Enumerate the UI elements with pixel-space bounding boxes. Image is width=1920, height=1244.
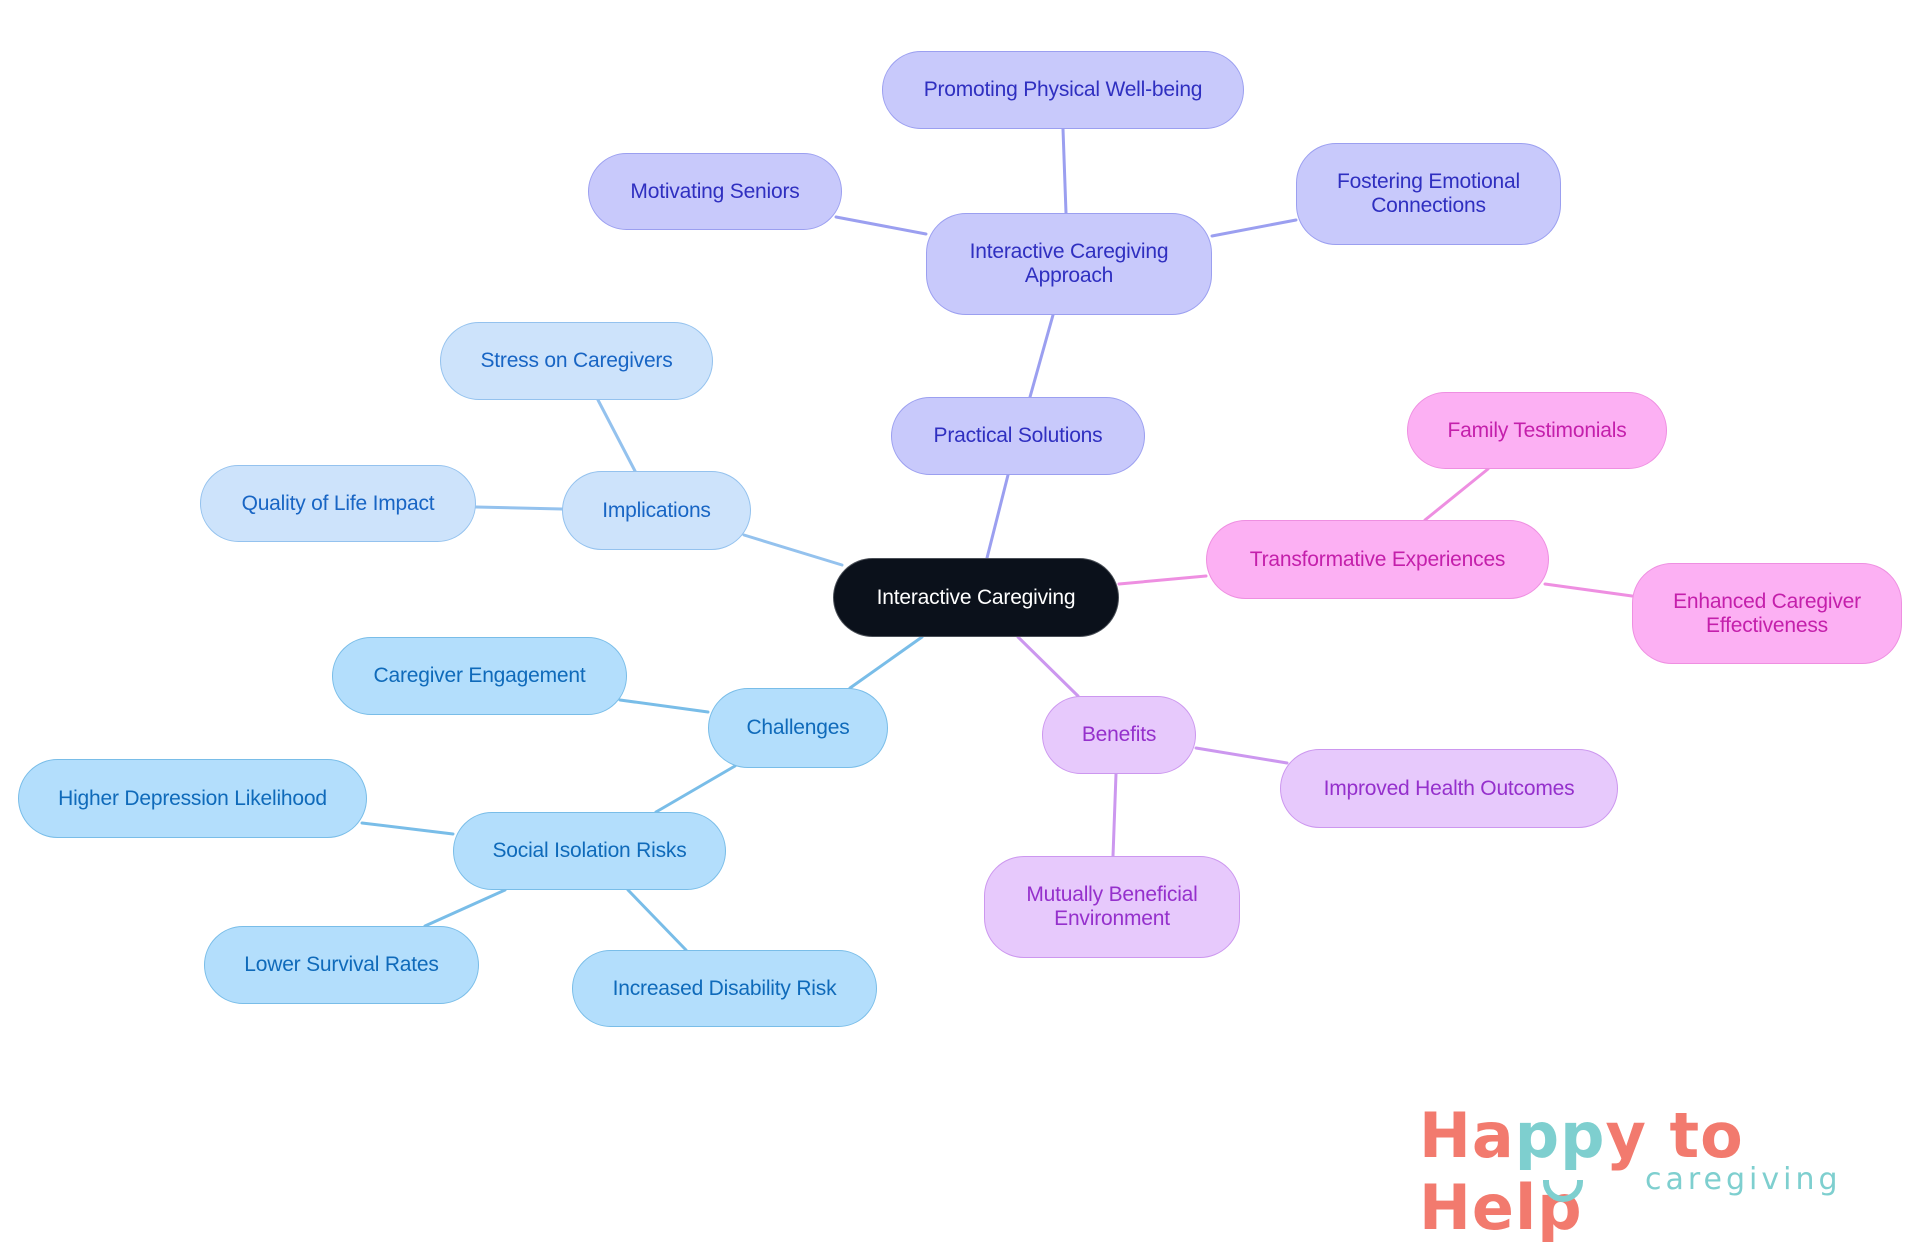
edge-implications-stress — [596, 398, 637, 473]
brand-logo: Happy to Help caregiving — [1415, 1100, 1885, 1244]
node-label: Caregiver Engagement — [373, 664, 586, 687]
edge-isolation-survival — [423, 888, 507, 928]
logo-wordmark: Happy to Help — [1419, 1100, 1885, 1244]
node-label: Implications — [602, 498, 711, 522]
edge-transformative-family — [1423, 467, 1490, 522]
edge-benefits-improved — [1194, 746, 1289, 765]
node-enhanced-caregiver-effectiveness[interactable]: Enhanced Caregiver Effectiveness — [1632, 563, 1902, 664]
node-challenges[interactable]: Challenges — [708, 688, 888, 768]
node-label: Stress on Caregivers — [480, 349, 673, 372]
node-mutually-beneficial-environment[interactable]: Mutually Beneficial Environment — [984, 856, 1240, 958]
node-label: Benefits — [1081, 723, 1157, 746]
node-family-testimonials[interactable]: Family Testimonials — [1407, 392, 1667, 469]
logo-text-suffix: y to Help — [1419, 1099, 1744, 1244]
node-interactive-caregiving-approach[interactable]: Interactive Caregiving Approach — [926, 213, 1212, 315]
node-motivating-seniors[interactable]: Motivating Seniors — [588, 153, 842, 230]
node-improved-health-outcomes[interactable]: Improved Health Outcomes — [1280, 749, 1618, 828]
node-label: Transformative Experiences — [1249, 547, 1506, 571]
edge-approach-promoting — [1061, 127, 1068, 215]
node-label: Enhanced Caregiver Effectiveness — [1673, 589, 1861, 637]
logo-text-prefix: Ha — [1419, 1099, 1515, 1172]
node-label: Family Testimonials — [1447, 418, 1627, 442]
node-label: Interactive Caregiving Approach — [969, 240, 1169, 287]
node-label: Social Isolation Risks — [492, 839, 687, 862]
logo-tagline: caregiving — [1645, 1162, 1842, 1197]
node-label: Motivating Seniors — [630, 179, 800, 203]
node-increased-disability-risk[interactable]: Increased Disability Risk — [572, 950, 877, 1027]
edge-isolation-depression — [360, 821, 455, 836]
edge-approach-motivating — [834, 215, 928, 236]
node-lower-survival-rates[interactable]: Lower Survival Rates — [204, 926, 479, 1004]
node-implications[interactable]: Implications — [562, 471, 751, 550]
edge-approach-fostering — [1210, 218, 1298, 238]
node-label: Fostering Emotional Connections — [1337, 170, 1520, 217]
edge-root-transformative — [1117, 574, 1208, 586]
node-label: Quality of Life Impact — [241, 491, 435, 515]
node-label: Mutually Beneficial Environment — [1026, 883, 1198, 930]
node-higher-depression-likelihood[interactable]: Higher Depression Likelihood — [18, 759, 367, 838]
edge-challenges-engagement — [618, 698, 710, 714]
edge-isolation-disability — [626, 888, 688, 952]
logo-text-pp: pp — [1514, 1099, 1606, 1172]
edge-implications-quality — [474, 505, 564, 511]
node-label: Increased Disability Risk — [612, 976, 837, 1000]
edge-practical-approach — [1028, 313, 1055, 399]
edge-root-challenges — [848, 635, 924, 690]
node-label: Promoting Physical Well-being — [923, 78, 1203, 101]
edge-root-benefits — [1016, 635, 1080, 698]
node-label: Interactive Caregiving — [876, 585, 1076, 609]
node-transformative-experiences[interactable]: Transformative Experiences — [1206, 520, 1549, 599]
node-label: Challenges — [746, 716, 850, 739]
mindmap-edges — [360, 127, 1634, 952]
edge-transformative-enhanced — [1543, 582, 1634, 598]
node-stress-on-caregivers[interactable]: Stress on Caregivers — [440, 322, 713, 400]
node-promoting-physical-well-being[interactable]: Promoting Physical Well-being — [882, 51, 1244, 129]
node-benefits[interactable]: Benefits — [1042, 696, 1196, 774]
node-fostering-emotional-connections[interactable]: Fostering Emotional Connections — [1296, 143, 1561, 245]
node-root[interactable]: Interactive Caregiving — [833, 558, 1119, 637]
node-label: Lower Survival Rates — [244, 953, 439, 976]
edge-root-practical — [985, 473, 1010, 560]
node-caregiver-engagement[interactable]: Caregiver Engagement — [332, 637, 627, 715]
node-quality-of-life-impact[interactable]: Quality of Life Impact — [200, 465, 476, 542]
node-label: Practical Solutions — [933, 424, 1103, 447]
edge-benefits-mutually — [1111, 772, 1118, 858]
node-label: Higher Depression Likelihood — [58, 786, 327, 810]
edge-root-implications — [742, 533, 844, 567]
smile-icon — [1543, 1180, 1583, 1202]
edge-challenges-isolation — [654, 764, 737, 814]
node-social-isolation-risks[interactable]: Social Isolation Risks — [453, 812, 726, 890]
node-practical-solutions[interactable]: Practical Solutions — [891, 397, 1145, 475]
node-label: Improved Health Outcomes — [1323, 776, 1575, 800]
